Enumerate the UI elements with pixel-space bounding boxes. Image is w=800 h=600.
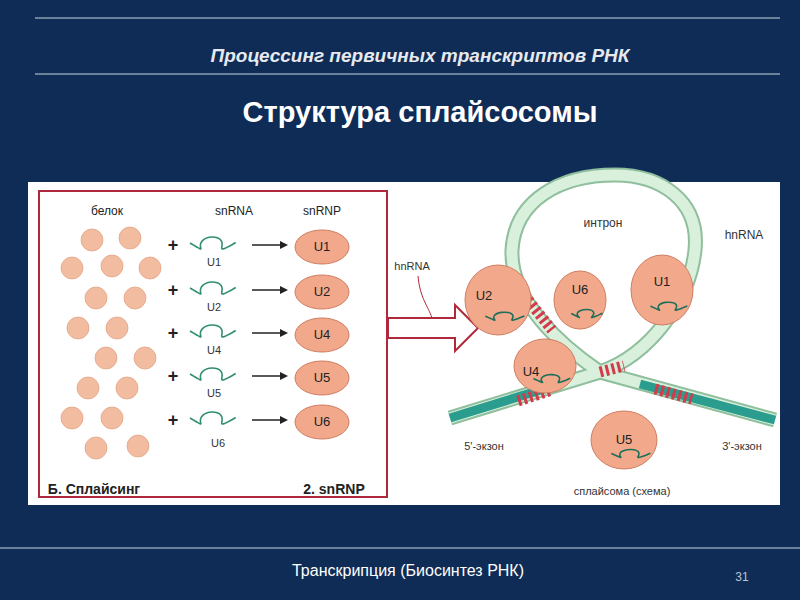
particle-label: U4 [523, 365, 540, 380]
particle-label: U6 [314, 415, 331, 430]
subtitle: Структура сплайсосомы [243, 96, 598, 129]
panel-caption: 2. snRNP [303, 481, 364, 497]
header-rule [35, 74, 780, 75]
leader-line [418, 276, 432, 318]
snrnp-particle: U2 [294, 274, 350, 310]
footer-text: Транскрипция (Биосинтез РНК) [292, 562, 524, 580]
snrnp-particle: U5 [294, 360, 350, 396]
particle-outline [553, 270, 607, 330]
plus-sign: + [168, 280, 179, 301]
spliceosome-snrnp: U1 [630, 254, 694, 326]
plus-sign: + [168, 323, 179, 344]
snrna-label: U6 [211, 437, 225, 450]
particle-label: U5 [616, 433, 633, 448]
footer-rule [0, 548, 800, 549]
arrow-label: hnRNA [394, 260, 429, 273]
particle-label: U1 [314, 240, 331, 255]
particle-label: U2 [476, 289, 493, 304]
snrnp-assembly-box: белокsnRNAsnRNPБ. Сплайсинг2. snRNPU1U2U… [38, 190, 388, 498]
exon-label: 3'-экзон [722, 440, 762, 453]
snrnp-particle: U1 [294, 229, 350, 265]
spliceosome-snrnp: U6 [553, 270, 607, 330]
panel-caption: Б. Сплайсинг [48, 481, 140, 497]
spliceosome-snrnp: U5 [590, 410, 658, 470]
particle-label: U5 [314, 371, 331, 386]
particle-label: U4 [314, 328, 331, 343]
page-number: 31 [735, 571, 748, 585]
plus-sign: + [168, 366, 179, 387]
header-rule [35, 18, 780, 19]
column-heading: snRNP [303, 205, 341, 219]
slide-title: Процессинг первичных транскриптов РНК [211, 45, 630, 67]
snrna-squiggles [190, 237, 236, 424]
particle-label: U6 [572, 283, 589, 298]
column-heading: белок [91, 205, 123, 219]
snrna-label: U4 [207, 344, 221, 357]
particle-label: U1 [654, 275, 671, 290]
assembly-arrows [252, 241, 288, 424]
hnrna-label: hnRNA [725, 229, 764, 243]
hnrna-arrow [388, 305, 478, 351]
snrna-label: U1 [207, 256, 221, 269]
snrna-label: U2 [207, 301, 221, 314]
snrna-label: U5 [207, 387, 221, 400]
plus-sign: + [168, 410, 179, 431]
spliceosome-snrnp: U4 [513, 338, 577, 394]
spliceosome-snrnp: U2 [464, 264, 532, 336]
intron-label: интрон [584, 217, 623, 231]
particle-label: U2 [314, 285, 331, 300]
protein-circles [61, 227, 161, 459]
column-heading: snRNA [215, 205, 253, 219]
spliceosome-caption: сплайсома (схема) [574, 485, 671, 498]
plus-sign: + [168, 235, 179, 256]
snrnp-particle: U4 [294, 317, 350, 353]
snrnp-particle: U6 [294, 404, 350, 440]
exon-label: 5'-экзон [464, 440, 504, 453]
hnrna-ribbon [450, 175, 775, 420]
particle-outline [464, 264, 532, 336]
particle-outline [513, 338, 577, 394]
image-panel [28, 182, 780, 505]
particle-outline [630, 254, 694, 326]
